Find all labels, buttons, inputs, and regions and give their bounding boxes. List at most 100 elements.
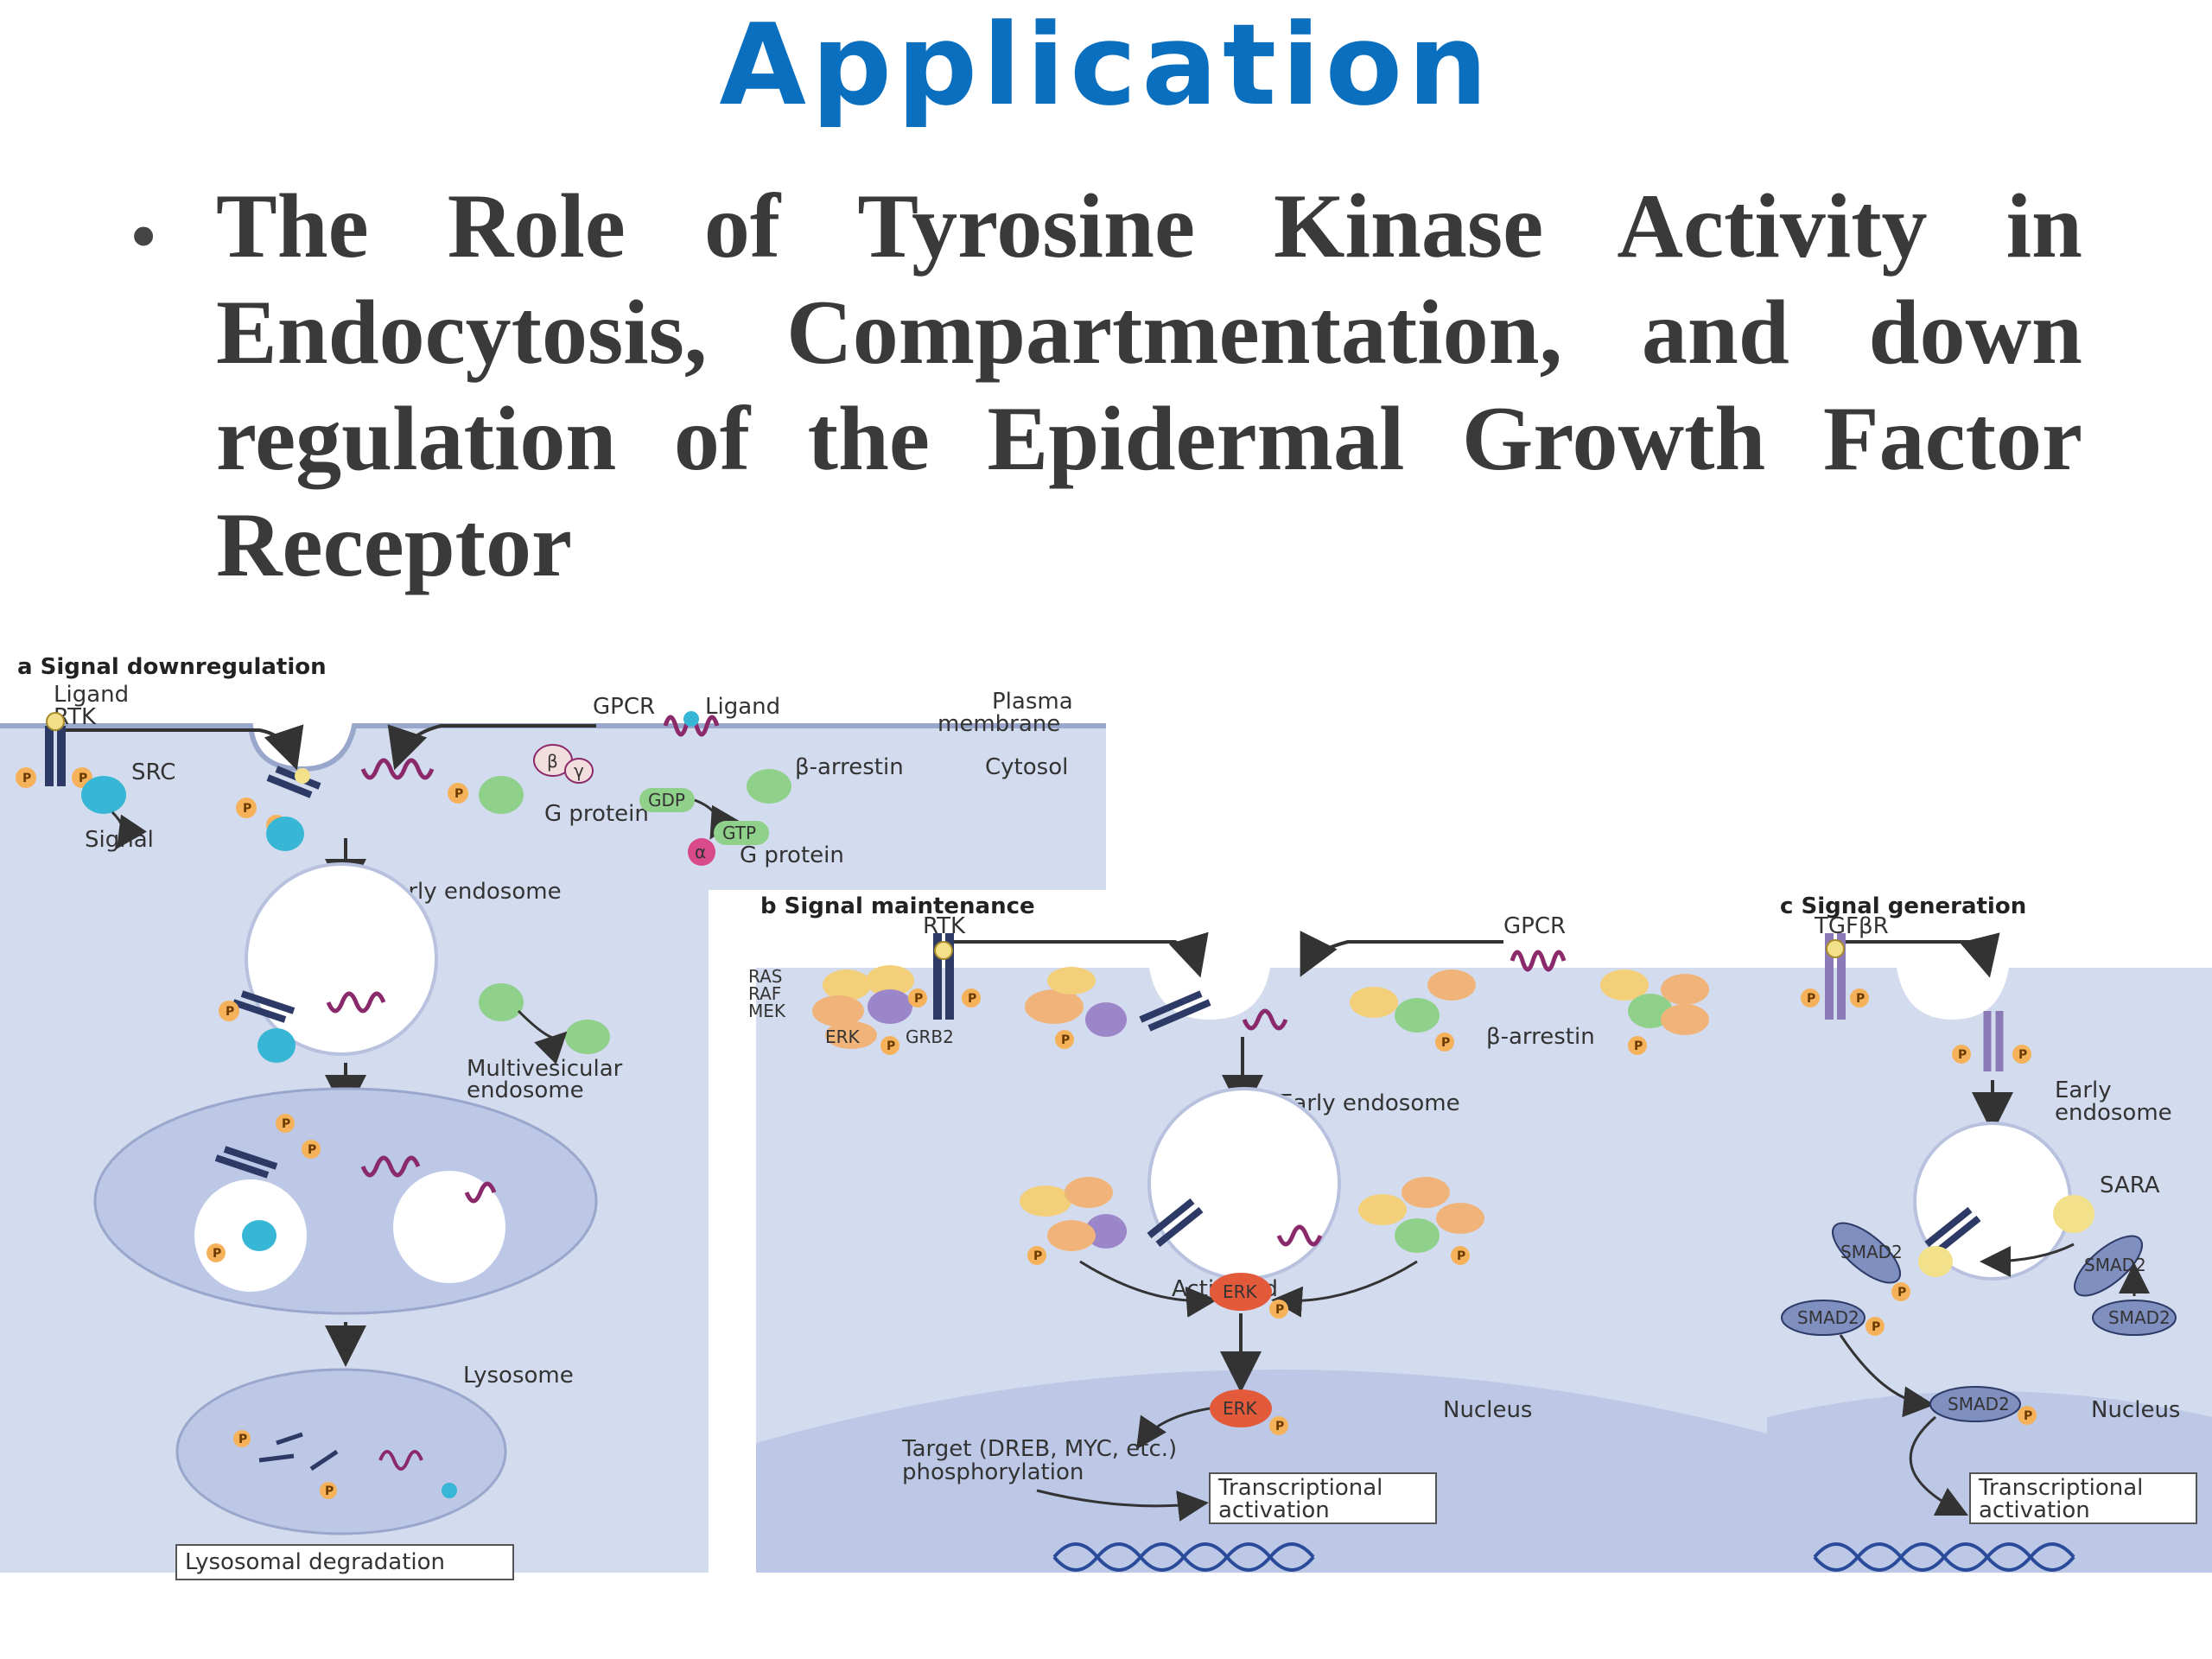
panel-c-signal-generation: c Signal generation TGFβR P P P P Early … [1767,893,2212,1573]
svg-text:activation: activation [1979,1497,2090,1523]
svg-text:SMAD2: SMAD2 [1948,1394,2010,1414]
label-beta-arrestin-b: β-arrestin [1486,1024,1595,1050]
svg-text:β: β [547,751,558,772]
phospho-label: P [238,1433,247,1446]
phospho-label: P [226,1005,234,1019]
phospho-icon [16,767,36,788]
svg-text:Transcriptional: Transcriptional [1978,1475,2143,1501]
phospho-label: P [2018,1048,2027,1062]
phospho-label: P [1872,1320,1880,1334]
label-rtk-b: RTK [923,913,966,939]
beta-arrestin-icon [747,769,791,804]
svg-text:SMAD2: SMAD2 [1840,1242,1903,1262]
label-g-protein: G protein [544,801,649,827]
label-nucleus-c: Nucleus [2091,1397,2180,1423]
label-early-c: Early [2055,1077,2112,1103]
svg-text:GDP: GDP [648,790,685,810]
label-endosome-c: endosome [2055,1100,2172,1126]
svg-text:GTP: GTP [722,823,756,843]
label-src: SRC [131,760,175,785]
smad2-icon [1832,1222,1901,1284]
phospho-label: P [325,1484,334,1498]
gpcr-icon [1510,950,1567,972]
panel-a-title: a Signal downregulation [17,654,327,680]
panel-b-signal-maintenance: b Signal maintenance RTK GPCR RAS RAF ME… [748,893,1802,1573]
label-g-protein-2: G protein [740,842,844,868]
label-lysosomal-degradation: Lysosomal degradation [185,1549,445,1575]
phospho-label: P [282,1117,290,1131]
phospho-label: P [1457,1249,1465,1263]
label-beta-arrestin: β-arrestin [795,754,904,780]
phospho-label: P [1634,1039,1643,1053]
svg-text:ERK: ERK [1223,1281,1258,1302]
phospho-label: P [22,772,31,785]
gdp-badge [639,788,695,812]
label-ras: RAS [748,966,782,987]
svg-text:SMAD2: SMAD2 [2108,1307,2171,1328]
dna-helix-icon [1052,1542,1315,1572]
multivesicular-endosome [93,1087,598,1315]
label-phosphorylation: phosphorylation [902,1459,1084,1485]
svg-text:γ: γ [574,760,584,781]
erk-nuclear-icon [1210,1389,1272,1427]
internalizing-receptors: P P P [236,758,524,851]
label-gpcr-b: GPCR [1503,913,1566,939]
label-ligand-2: Ligand [705,694,780,720]
erk-activated-icon [1210,1273,1272,1311]
phospho-label: P [1856,992,1865,1006]
label-signal: Signal [85,827,154,853]
label-membrane: membrane [938,711,1060,737]
tgfbr-internalized-icon [1983,1011,2004,1071]
signaling-diagram: a Signal downregulation Ligand RTK P P S… [0,654,2212,1580]
g-alpha-icon [688,838,715,866]
label-ligand: Ligand [54,682,129,708]
panel-a-signal-downregulation: a Signal downregulation Ligand RTK P P S… [0,654,1106,1580]
label-plasma: Plasma [992,689,1073,715]
label-lysosome: Lysosome [463,1363,574,1389]
slide-title: Application [719,0,1493,130]
phospho-label: P [1061,1033,1070,1047]
phospho-label: P [79,772,87,785]
panel-b-nucleus [756,1370,1802,1573]
gtp-badge [714,821,769,845]
label-grb2: GRB2 [906,1027,954,1047]
svg-text:Transcriptional: Transcriptional [1217,1475,1382,1501]
phospho-label: P [454,787,463,801]
label-multivesicular-2: endosome [467,1077,584,1103]
endosome-complexes-b: P P [1020,1177,1484,1265]
phospho-label: P [243,802,251,816]
label-mek: MEK [748,1001,786,1021]
panel-b-title: b Signal maintenance [760,893,1035,919]
smad2-icon [1929,1386,2021,1422]
early-endosome-a [245,862,438,1056]
phospho-label: P [1033,1249,1042,1263]
phospho-label: P [968,992,976,1006]
phospho-label: P [1275,1420,1284,1433]
phospho-label: P [1275,1303,1284,1317]
mapk-complex-icon [812,965,914,1049]
phospho-label: P [1807,992,1815,1006]
dna-helix-icon [1813,1542,2075,1572]
lysosomal-degradation-box [175,1544,514,1580]
rtk-receptor-icon [933,933,954,1020]
label-nucleus-b: Nucleus [1443,1397,1532,1423]
phospho-label: P [1897,1286,1906,1300]
svg-text:SMAD2: SMAD2 [2084,1255,2146,1275]
bullet-dot-icon: • [130,192,158,280]
early-endosome-b [1147,1087,1341,1281]
lysosome [175,1368,507,1535]
label-gpcr: GPCR [593,694,655,720]
label-target: Target (DREB, MYC, etc.) [901,1436,1177,1462]
label-cytosol: Cytosol [985,754,1068,780]
ligand-icon [683,711,699,727]
phospho-label: P [213,1247,221,1261]
svg-text:α: α [695,842,706,862]
transcription-box-b [1209,1472,1437,1524]
tgfbr-receptor-icon: P P [1801,933,1869,1020]
smad2-icon [2092,1300,2177,1336]
transcription-box-c [1969,1472,2197,1524]
label-sara: SARA [2100,1173,2160,1198]
svg-text:activation: activation [1218,1497,1330,1523]
rtk-receptor-icon [45,712,66,786]
g-protein-gamma-icon [564,758,594,784]
